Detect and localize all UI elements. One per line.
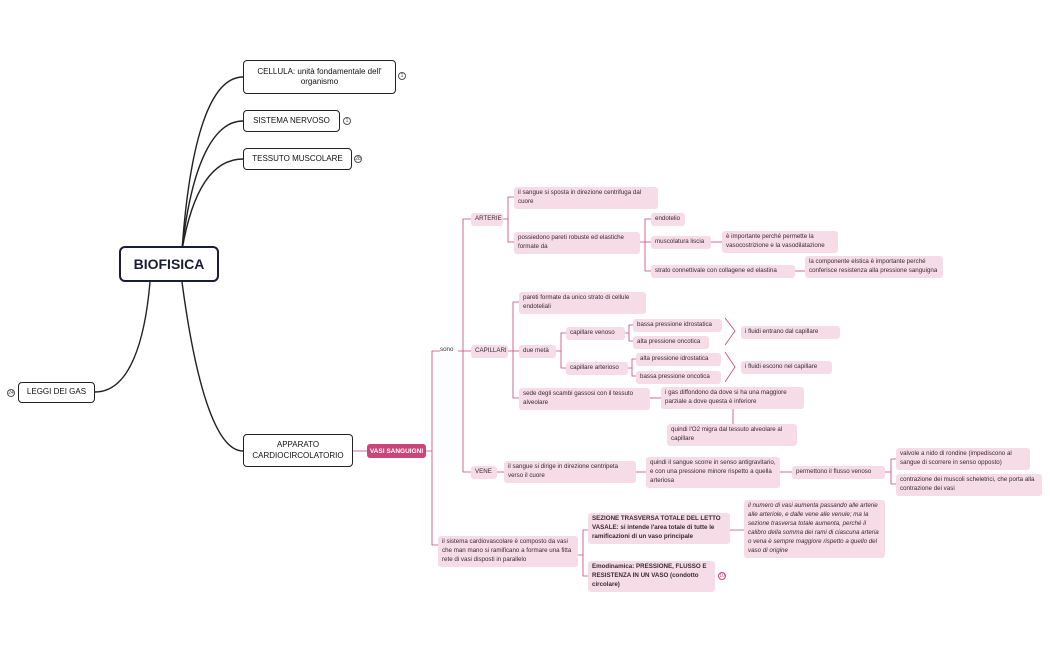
vasi-sanguigni-tag[interactable]: VASI SANGUIGNI (367, 444, 426, 458)
connector-apparato (181, 281, 244, 452)
arterie-endotelio[interactable]: endotelio (651, 213, 685, 226)
topic-tessuto-muscolare[interactable]: TESSUTO MUSCOLARE (243, 148, 352, 170)
arterie-strato[interactable]: strato connettivale con collagene ed ela… (651, 265, 795, 278)
topic-apparato[interactable]: APPARATO CARDIOCIRCOLATORIO (243, 434, 353, 467)
topic-sistema-nervoso[interactable]: SISTEMA NERVOSO (243, 110, 340, 132)
emodinamica[interactable]: Emodinamica: PRESSIONE, FLUSSO E RESISTE… (588, 561, 715, 592)
arterie-muscolatura-note[interactable]: è importante perché permette la vasocost… (722, 231, 838, 253)
collapse-badge-cellula[interactable]: 1 (398, 72, 406, 80)
capillari-due-meta[interactable]: due metà (519, 345, 556, 358)
sistema-cardiovascolare[interactable]: il sistema cardiovascolare è composto da… (438, 536, 578, 567)
fluidi-entrano[interactable]: i fluidi entrano dal capillare (741, 326, 840, 339)
central-topic[interactable]: BIOFISICA (119, 246, 219, 282)
collapse-badge-leggi-gas[interactable]: 24 (7, 389, 15, 397)
connector-sistema (431, 451, 438, 546)
label-sono[interactable]: sono (440, 346, 454, 353)
capillare-arterioso[interactable]: capillare arterioso (566, 362, 628, 375)
node-arterie[interactable]: ARTERIE (471, 213, 503, 226)
collapse-badge-tessuto-muscolare[interactable]: 28 (354, 155, 362, 163)
collapse-badge-emodinamica[interactable]: 10 (718, 572, 726, 580)
capillari-pareti[interactable]: pareti formate da unico strato di cellul… (519, 292, 646, 314)
vene-centripeta[interactable]: il sangue si dirige in direzione centrip… (504, 461, 636, 483)
vene-permettono[interactable]: permettono il flusso venoso (792, 466, 885, 479)
venoso-bassa-idrostatica[interactable]: bassa pressione idrostatica (633, 319, 722, 332)
collapse-badge-sistema-nervoso[interactable]: 1 (343, 117, 351, 125)
topic-cellula[interactable]: CELLULA: unità fondamentale dell' organi… (243, 60, 396, 94)
fluidi-escono[interactable]: i fluidi escono nel capillare (741, 361, 832, 374)
capillari-gas[interactable]: i gas diffondono da dove si ha una maggi… (661, 387, 804, 409)
topic-leggi-gas[interactable]: LEGGI DEI GAS (18, 382, 95, 403)
capillare-venoso[interactable]: capillare venoso (566, 327, 625, 340)
node-capillari[interactable]: CAPILLARI (471, 345, 508, 358)
sezione-trasversa-note[interactable]: il numero di vasi aumenta passando alle … (744, 500, 885, 558)
connector-cellula (181, 76, 244, 251)
node-vene[interactable]: VENE (471, 466, 497, 479)
vene-quindi[interactable]: quindi il sangue scorre in senso antigra… (646, 457, 780, 488)
arterie-muscolatura[interactable]: muscolatura liscia (651, 236, 711, 249)
arterie-pareti[interactable]: possiedono pareti robuste ed elastiche f… (514, 232, 640, 254)
sezione-trasversa[interactable]: SEZIONE TRASVERSA TOTALE DEL LETTO VASAL… (588, 513, 730, 544)
arterioso-bassa-oncotica[interactable]: bassa pressione oncotica (636, 371, 721, 384)
connector-tessuto-muscolare (181, 158, 244, 251)
connector-sistema-nervoso (181, 120, 244, 251)
arterie-strato-note[interactable]: la componente elstica è importante perch… (805, 256, 943, 278)
connector-sono (426, 350, 440, 452)
connector-leggi-gas (94, 281, 151, 393)
capillari-sede[interactable]: sede degli scambi gassosi con il tessuto… (519, 388, 650, 410)
vene-contrazione[interactable]: contrazione dei muscoli scheletrici, che… (896, 474, 1042, 496)
vene-valvole[interactable]: valvole a nido di rondine (impediscono a… (896, 448, 1030, 470)
arterioso-alta-idrostatica[interactable]: alta pressione idrostatica (636, 353, 721, 366)
capillari-o2[interactable]: quindi l'O2 migra dal tessuto alveolare … (667, 424, 797, 446)
venoso-alta-oncotica[interactable]: alta pressione oncotica (633, 336, 709, 349)
arterie-centrifuga[interactable]: il sangue si sposta in direzione centrif… (514, 187, 658, 209)
